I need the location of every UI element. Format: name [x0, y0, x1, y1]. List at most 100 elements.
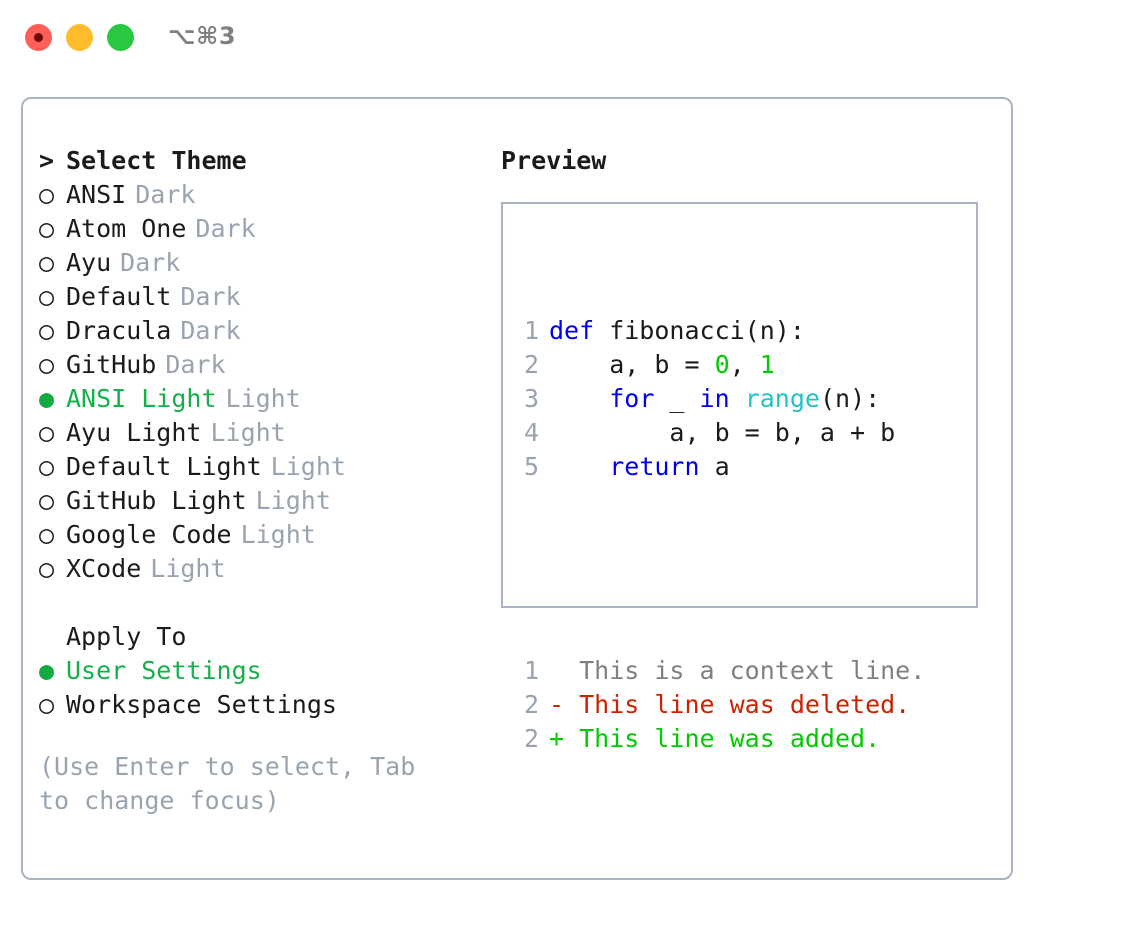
code-token: for [609, 384, 655, 413]
diff-line: 2+ This line was added. [515, 722, 925, 756]
code-line: 1 def fibonacci(n): [515, 314, 925, 348]
code-line-text: a, b = 0, 1 [549, 348, 775, 382]
radio-selected-icon[interactable]: ● [39, 384, 55, 413]
code-line: 4 a, b = b, a + b [515, 416, 925, 450]
line-number: 1 [523, 316, 539, 345]
theme-list-item[interactable]: ○ Dracula Dark [39, 314, 499, 348]
code-line-text: def fibonacci(n): [549, 314, 805, 348]
theme-name: Default Light [66, 452, 262, 481]
code-token: 0 [714, 350, 730, 379]
theme-variant-tag: Dark [135, 180, 196, 209]
code-token: _ [654, 384, 700, 413]
code-line: 2 a, b = 0, 1 [515, 348, 925, 382]
radio-unselected-icon[interactable]: ○ [39, 282, 55, 311]
theme-list-item[interactable]: ● ANSI Light Light [39, 382, 499, 416]
apply-to-title: Apply To [66, 622, 187, 651]
code-token: a, b = [549, 350, 715, 379]
apply-to-option-label: User Settings [66, 656, 262, 685]
line-number: 2 [523, 350, 539, 379]
diff-sample: 1 This is a context line.2- This line wa… [515, 654, 925, 756]
code-token: return [609, 452, 700, 481]
radio-unselected-icon[interactable]: ○ [39, 554, 55, 583]
theme-variant-tag: Light [225, 384, 301, 413]
radio-unselected-icon[interactable]: ○ [39, 418, 55, 447]
apply-to-option-label: Workspace Settings [66, 690, 337, 719]
code-token: a [699, 452, 730, 481]
theme-name: Google Code [66, 520, 232, 549]
theme-name: GitHub [66, 350, 157, 379]
list-spacer [39, 586, 499, 620]
close-window-icon[interactable] [25, 24, 52, 51]
theme-name: Atom One [66, 214, 187, 243]
code-token: in [699, 384, 730, 413]
theme-variant-tag: Dark [180, 282, 241, 311]
theme-list-item[interactable]: ○ Google Code Light [39, 518, 499, 552]
select-theme-title: Select Theme [66, 146, 247, 175]
radio-unselected-icon[interactable]: ○ [39, 214, 55, 243]
line-number: 1 [523, 656, 539, 685]
apply-to-list-item[interactable]: ● User Settings [39, 654, 499, 688]
radio-selected-icon[interactable]: ● [39, 656, 55, 685]
minimize-window-icon[interactable] [66, 24, 93, 51]
diff-sign: - [549, 690, 580, 719]
keyboard-shortcut-label: ⌥⌘3 [168, 22, 237, 50]
code-token: def [549, 316, 595, 345]
code-line-text: a, b = b, a + b [549, 416, 895, 450]
radio-unselected-icon[interactable]: ○ [39, 520, 55, 549]
diff-line: 2- This line was deleted. [515, 688, 925, 722]
code-diff-separator [515, 552, 925, 586]
code-token: a, b = b, a + b [549, 418, 896, 447]
maximize-window-icon[interactable] [107, 24, 134, 51]
radio-unselected-icon[interactable]: ○ [39, 316, 55, 345]
radio-unselected-icon[interactable]: ○ [39, 452, 55, 481]
radio-unselected-icon[interactable]: ○ [39, 248, 55, 277]
code-token [730, 384, 745, 413]
radio-unselected-icon[interactable]: ○ [39, 690, 55, 719]
theme-name: Ayu Light [66, 418, 202, 447]
theme-variant-tag: Light [240, 520, 316, 549]
diff-line-text: This line was added. [579, 724, 881, 753]
radio-unselected-icon[interactable]: ○ [39, 350, 55, 379]
radio-unselected-icon[interactable]: ○ [39, 180, 55, 209]
diff-sign [549, 654, 579, 688]
theme-name: GitHub Light [66, 486, 247, 515]
diff-line: 1 This is a context line. [515, 654, 925, 688]
select-theme-header: > Select Theme [39, 144, 499, 178]
line-number: 4 [523, 418, 539, 447]
theme-variant-tag: Dark [180, 316, 241, 345]
radio-unselected-icon[interactable]: ○ [39, 486, 55, 515]
title-bar: ⌥⌘3 [0, 0, 1140, 78]
diff-sign: + [549, 724, 580, 753]
traffic-light-controls [25, 24, 134, 51]
theme-variant-tag: Light [210, 418, 286, 447]
theme-name: XCode [66, 554, 142, 583]
code-token: (n): [819, 384, 881, 413]
theme-list-item[interactable]: ○ XCode Light [39, 552, 499, 586]
code-line: 3 for _ in range(n): [515, 382, 925, 416]
code-token [549, 384, 609, 413]
preview-title: Preview [501, 146, 607, 175]
apply-to-list-item[interactable]: ○ Workspace Settings [39, 688, 499, 722]
theme-name: Dracula [66, 316, 172, 345]
code-token: , [729, 350, 760, 379]
prompt-caret-icon: > [39, 146, 55, 175]
apply-to-list: ● User Settings ○ Workspace Settings [39, 654, 499, 722]
theme-name: ANSI Light [66, 384, 217, 413]
apply-to-header: Apply To [39, 620, 499, 654]
theme-list-item[interactable]: ○ Ayu Light Light [39, 416, 499, 450]
theme-variant-tag: Light [150, 554, 226, 583]
